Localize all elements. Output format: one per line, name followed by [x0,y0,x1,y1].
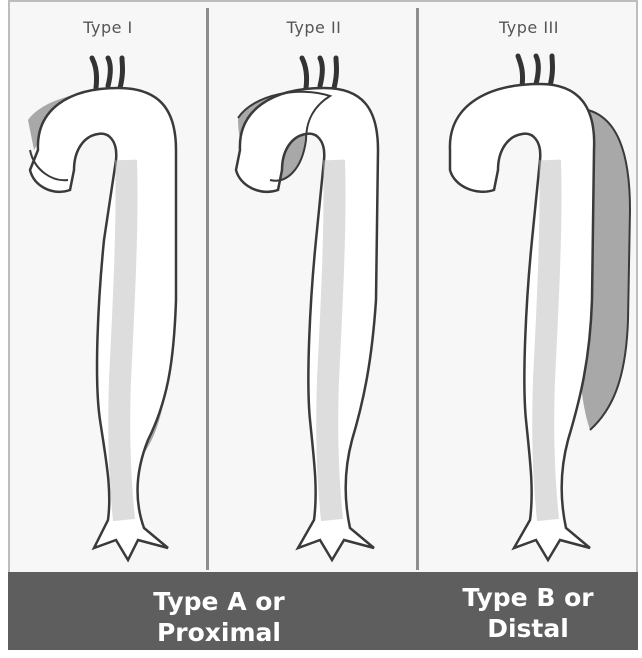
panel-type-2: Type II [210,0,418,570]
panel-type-1: Type I [8,0,208,570]
type-a-line2: Proximal [114,617,324,648]
type-b-line2: Distal [430,613,626,644]
classification-band: Type A or Proximal Type B or Distal [8,572,638,650]
aorta-type-2-illustration [210,0,418,570]
type-a-label: Type A or Proximal [114,586,324,648]
type-b-line1: Type B or [430,582,626,613]
panel-divider [206,8,209,570]
panel-divider [416,8,419,570]
aorta-type-3-illustration [420,0,638,570]
type-b-label: Type B or Distal [430,582,626,644]
type-a-line1: Type A or [114,586,324,617]
aorta-type-1-illustration [8,0,208,570]
panel-type-3: Type III [420,0,638,570]
